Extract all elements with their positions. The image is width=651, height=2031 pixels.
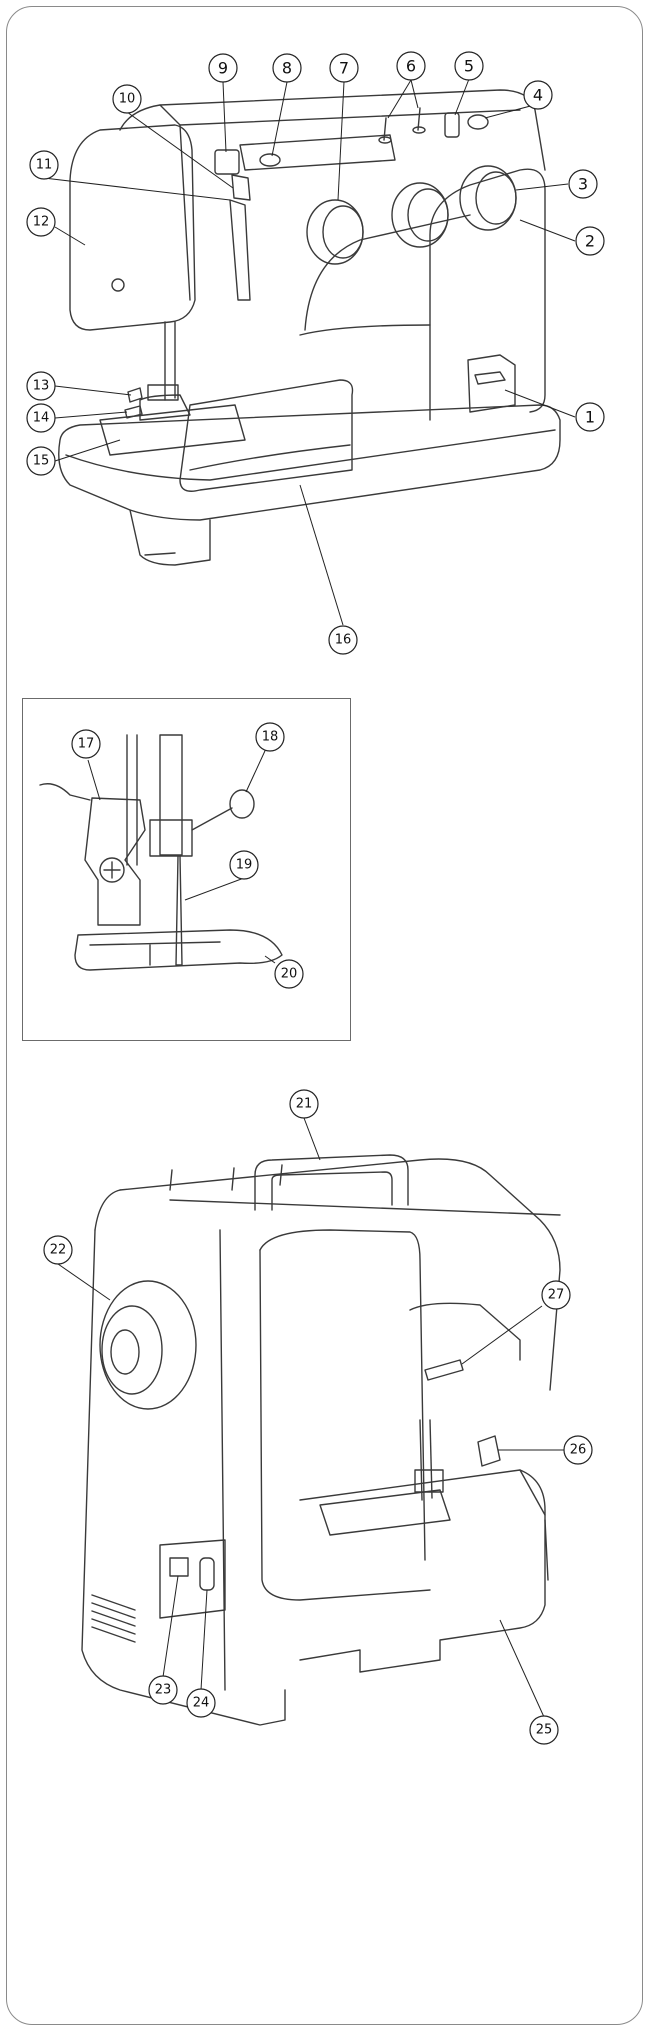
callout-13: 13: [33, 379, 50, 394]
callout-8: 8: [282, 59, 292, 78]
callout-17: 17: [78, 737, 95, 752]
stitch-length-dial: [392, 183, 448, 247]
reverse-stitch-lever: [468, 355, 515, 412]
base-outline: [59, 405, 560, 520]
callout-12: 12: [33, 215, 50, 230]
pattern-selector-dial: [307, 200, 363, 264]
callout-24: 24: [193, 1696, 210, 1711]
stitch-width-dial: [460, 166, 516, 230]
rear-body-side: [82, 1230, 285, 1725]
callout-2: 2: [585, 232, 595, 251]
callout-1: 1: [585, 408, 595, 427]
callout-15: 15: [33, 454, 50, 469]
callout-23: 23: [155, 1683, 172, 1698]
hand-wheel: [100, 1281, 196, 1409]
machine-socket: [200, 1558, 214, 1590]
callout-3: 3: [578, 175, 588, 194]
accessory-box: [180, 380, 353, 491]
callout-19: 19: [236, 858, 253, 873]
callout-18: 18: [262, 730, 279, 745]
callout-4: 4: [533, 86, 543, 105]
callout-27: 27: [548, 1288, 565, 1303]
callout-6: 6: [406, 57, 416, 76]
rear-thread-guide: [425, 1360, 463, 1380]
machine-rear-drawing: [82, 1155, 560, 1725]
callout-20: 20: [281, 967, 298, 982]
callout-11: 11: [36, 158, 53, 173]
power-switch: [170, 1558, 188, 1576]
presser-foot-holder: [85, 798, 145, 925]
face-cover-screw: [112, 279, 124, 291]
callout-9: 9: [218, 59, 228, 78]
face-cover: [70, 125, 195, 330]
bobbin-winder-tension: [260, 154, 280, 166]
callout-14: 14: [33, 411, 50, 426]
callout-22: 22: [50, 1243, 67, 1258]
power-panel: [160, 1540, 225, 1618]
zigzag-presser-foot: [75, 930, 282, 970]
upper-thread-guide: [215, 150, 239, 174]
callout-10: 10: [119, 92, 136, 107]
callout-25: 25: [536, 1723, 553, 1738]
callout-21: 21: [296, 1097, 313, 1112]
callout-16: 16: [335, 633, 352, 648]
callout-26: 26: [570, 1443, 587, 1458]
needle-shape: [176, 856, 182, 965]
callout-5: 5: [464, 57, 474, 76]
callout-7: 7: [339, 59, 349, 78]
